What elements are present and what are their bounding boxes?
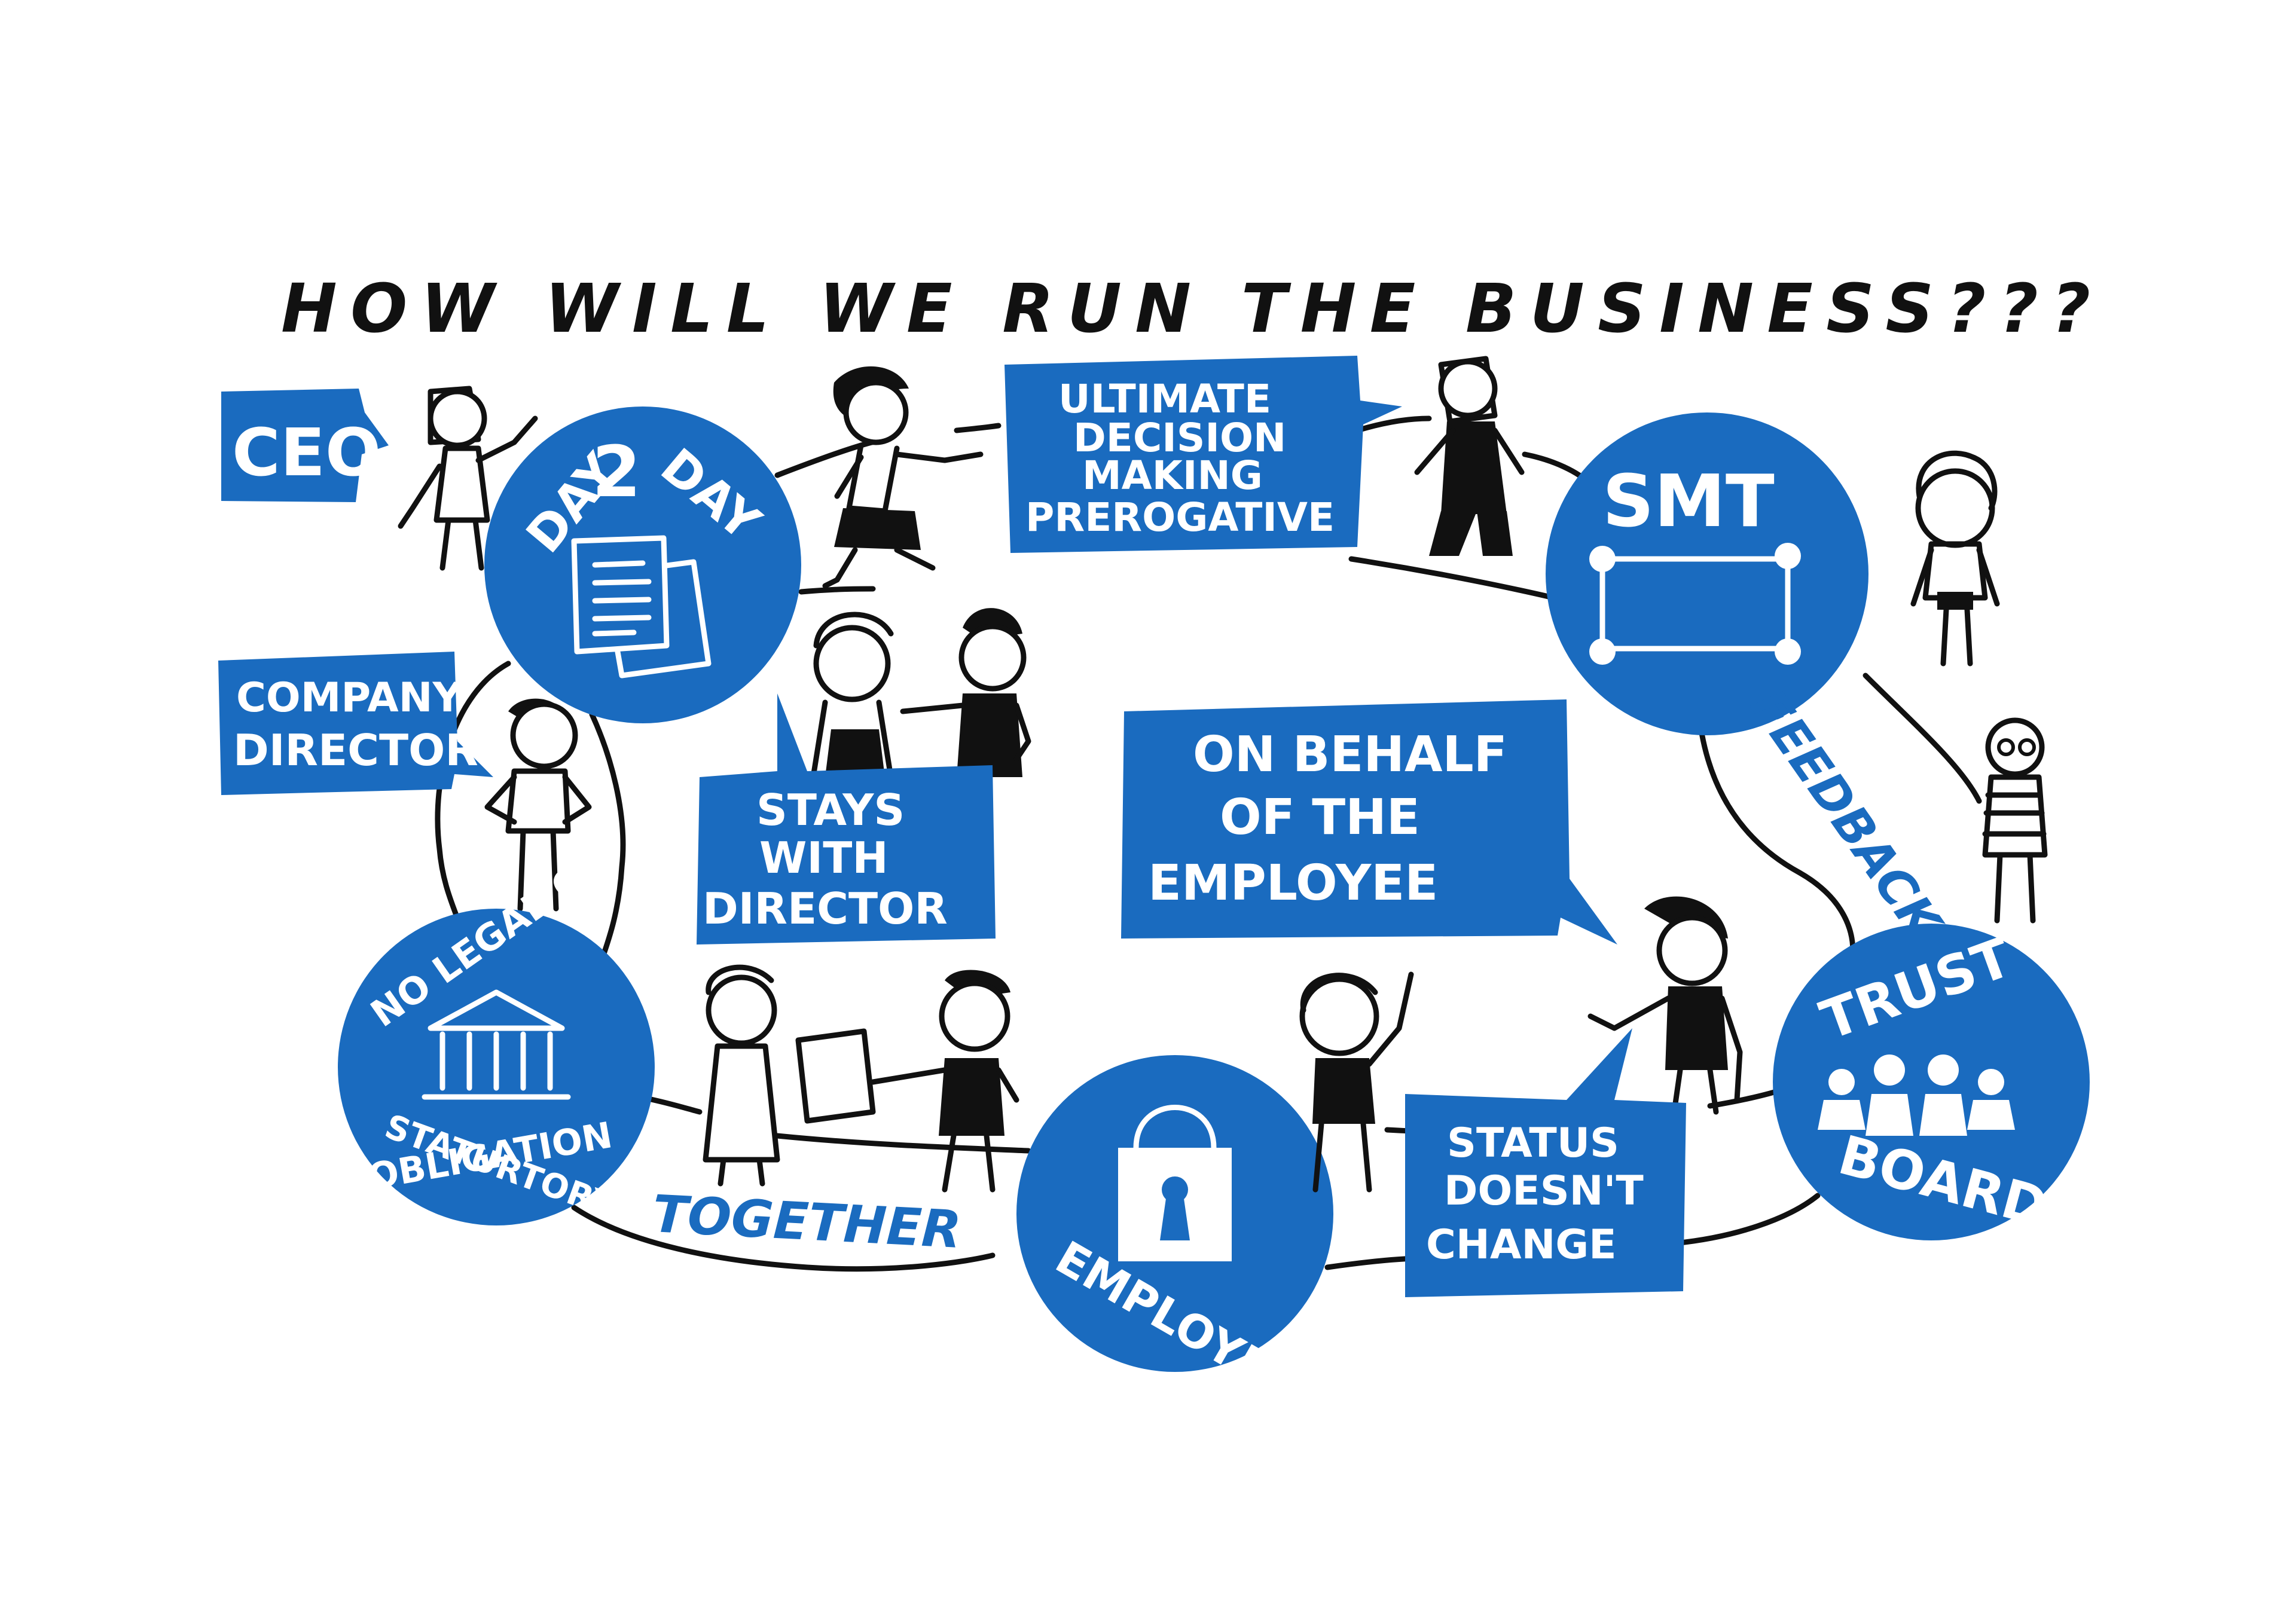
stays-with-director-bubble: STAYS WITH DIRECTOR — [697, 693, 996, 945]
courthouse-icon — [422, 989, 571, 1100]
ceo-text: CEO — [232, 414, 381, 491]
ceo-figure — [398, 386, 538, 571]
page-title: HOW WILL WE RUN THE BUSINESS??? — [281, 270, 2104, 348]
smt-circle: SMT — [1546, 412, 1868, 735]
stays-line-3: DIRECTOR — [703, 884, 948, 934]
handshake-figures — [703, 964, 1019, 1193]
status-bubble: STATUS DOESN'T CHANGE — [1405, 1028, 1686, 1297]
couple-figures — [810, 608, 1031, 780]
behalf-line-2: OF THE — [1220, 789, 1420, 846]
woman-with-cane-figure — [1587, 896, 1743, 1115]
people-group-icon — [1818, 1055, 2015, 1136]
day2day-circle: DAY 2 DAY — [484, 406, 801, 723]
status-line-1: STATUS — [1447, 1120, 1619, 1167]
day-2-text: 2 — [592, 430, 641, 513]
elderly-figure — [1982, 717, 2048, 924]
waving-person-figure — [1299, 971, 1414, 1193]
stays-line-1: STAYS — [756, 785, 905, 835]
ultimate-line-3: MAKING — [1082, 453, 1263, 499]
stays-line-2: WITH — [759, 833, 889, 883]
company-directors-line-2: DIRECTORS — [233, 725, 509, 775]
ultimate-line-4: PREROGATIVE — [1025, 494, 1335, 540]
ultimate-decision-bubble: ULTIMATE DECISION MAKING PREROGATIVE — [1004, 356, 1402, 553]
on-behalf-bubble: ON BEHALF OF THE EMPLOYEE — [1121, 699, 1617, 945]
status-line-2: DOESN'T — [1444, 1167, 1644, 1215]
company-directors-line-1: COMPANY — [236, 674, 463, 722]
walking-man-figure — [1414, 356, 1525, 556]
feedback-text: FEEDBACK — [1739, 680, 1953, 952]
company-directors-label: COMPANY DIRECTORS — [218, 652, 509, 795]
walking-woman-figure — [822, 366, 984, 589]
employee-circle: EMPLOYEE — [1016, 1055, 1333, 1411]
documents-icon — [571, 535, 712, 678]
smt-text: SMT — [1602, 460, 1775, 543]
status-line-3: CHANGE — [1426, 1221, 1617, 1269]
behalf-line-1: ON BEHALF — [1193, 726, 1507, 783]
trust-board-circle: TRUST BOARD — [1773, 924, 2090, 1240]
behalf-line-3: EMPLOYEE — [1148, 855, 1438, 912]
curly-woman-figure — [1910, 450, 2000, 667]
director-man-figure — [484, 698, 592, 912]
no-legal-circle: NO LEGAL OR STATURTORY OBLIGATION — [338, 839, 655, 1227]
ultimate-line-1: ULTIMATE — [1058, 376, 1271, 422]
ultimate-line-2: DECISION — [1073, 415, 1286, 461]
ceo-label: CEO — [221, 389, 389, 502]
padlock-icon — [1118, 1105, 1232, 1261]
org-chart-icon — [1589, 543, 1801, 665]
together-text: TOGETHER — [651, 1184, 963, 1260]
